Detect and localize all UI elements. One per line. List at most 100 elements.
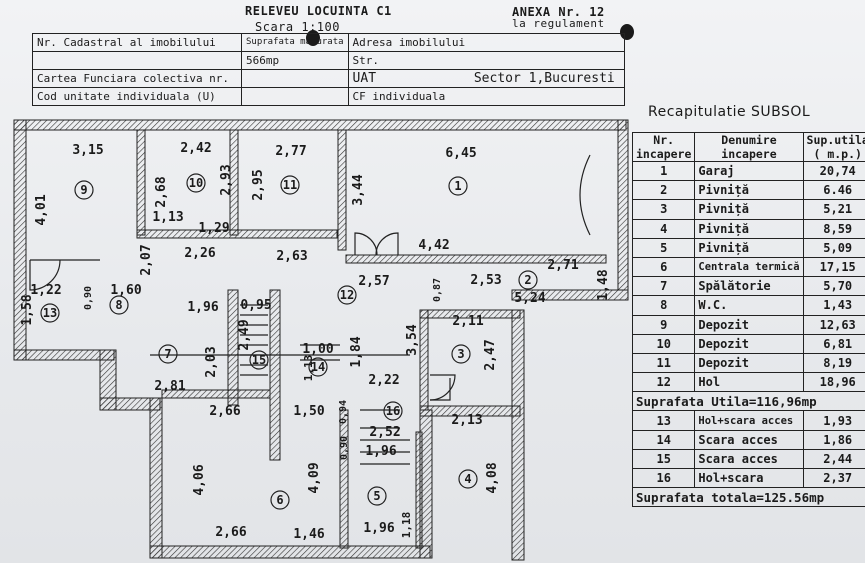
recap-area-cell: 5,09: [802, 237, 865, 258]
recap-area-cell: 17,15: [802, 256, 865, 278]
recap-name-cell: Centrala termică: [694, 256, 804, 278]
dimension-label: 2,42: [180, 141, 211, 156]
recap-nr-cell: 11: [631, 352, 696, 374]
dimension-label: 2,13: [451, 413, 482, 428]
recap-area-cell: 20,74: [802, 160, 865, 182]
dimension-label: 1,18: [400, 512, 413, 539]
recap-name-cell: Pivniță: [694, 218, 804, 239]
recap-area-cell: 5,21: [802, 199, 865, 220]
room-2-number: 2: [524, 273, 531, 287]
recap-nr-cell: 10: [631, 333, 696, 354]
recap-total-row: Suprafata Utila=116,96mp: [632, 391, 865, 412]
recap-area-cell: 8,59: [802, 218, 865, 239]
recap-nr-cell: 16: [631, 467, 696, 489]
recap-nr-cell: 14: [631, 429, 696, 450]
dimension-label: 4,01: [34, 194, 49, 225]
dimension-label: 0,95: [240, 298, 271, 313]
dimension-label: 2,93: [219, 164, 234, 195]
room-13-number: 13: [43, 306, 57, 320]
dimension-label: 2,22: [368, 373, 399, 388]
recap-nr-cell: 13: [631, 410, 696, 431]
cadastral-value: [32, 51, 242, 70]
dimension-label: 3,44: [351, 174, 366, 205]
recap-name-cell: Scara acces: [694, 448, 804, 470]
dimension-label: 2,68: [154, 176, 169, 207]
room-14-number: 14: [311, 360, 325, 374]
recap-nr-cell: 12: [631, 372, 696, 393]
room-6-marker: [270, 490, 290, 510]
dimension-label: 2,66: [209, 404, 240, 419]
room-7-number: 7: [164, 347, 171, 361]
room-9-number: 9: [80, 183, 87, 197]
room-16-marker: [383, 401, 403, 421]
dimension-label: 1,60: [110, 283, 141, 298]
recap-name-cell: Spălătorie: [694, 276, 804, 297]
room-15-marker: [249, 350, 269, 370]
cadastral-label: Nr. Cadastral al imobilului: [32, 33, 242, 52]
dimension-label: 2,81: [154, 379, 185, 394]
recap-title: Recapitulatie SUBSOL: [648, 104, 811, 120]
dimension-label: 1,58: [20, 294, 35, 325]
annex-label: ANEXA Nr. 12: [512, 5, 605, 19]
recap-total: Suprafata totala=125.56mp: [632, 487, 865, 508]
dimension-label: 1,84: [349, 336, 364, 367]
dimension-label: 1,13: [302, 355, 315, 382]
room-9-marker: [74, 180, 94, 200]
dimension-label: 3,54: [405, 324, 420, 355]
recap-name-cell: Pivniță: [694, 199, 804, 220]
dimension-label: 0,90: [83, 286, 94, 310]
cf-collective-label: Cartea Funciara colectiva nr.: [32, 69, 242, 88]
room-14-marker: [308, 357, 328, 377]
recap-name-cell: W.C.: [694, 295, 804, 316]
recap-name-cell: Pivniță: [694, 237, 804, 258]
dimension-label: 1,00: [302, 342, 333, 357]
recap-name-cell: Pivniță: [694, 180, 804, 201]
dimension-label: 2,52: [369, 425, 400, 440]
recap-total: Suprafata Utila=116,96mp: [632, 391, 865, 412]
room-8-number: 8: [115, 298, 122, 312]
sector-value: Sector 1,Bucuresti: [473, 71, 615, 86]
room-3-marker: [451, 344, 471, 364]
recap-nr-cell: 3: [631, 199, 696, 220]
room-5-number: 5: [373, 489, 380, 503]
recap-name-cell: Garaj: [694, 160, 804, 182]
room-4-marker: [458, 469, 478, 489]
dimension-label: 4,06: [192, 464, 207, 495]
recap-nr-cell: 4: [631, 218, 696, 239]
room-10-number: 10: [189, 176, 203, 190]
dimension-label: 1,22: [30, 283, 61, 298]
dimension-label: 2,57: [358, 274, 389, 289]
dimension-label: 2,77: [275, 144, 306, 159]
recap-nr-cell: 15: [631, 448, 696, 470]
room-11-marker: [280, 175, 300, 195]
recap-area-cell: 6,81: [802, 333, 865, 354]
room-13-marker: [40, 303, 60, 323]
uat-row: UAT Sector 1,Bucuresti: [347, 69, 626, 88]
room-12-number: 12: [340, 288, 354, 302]
room-3-number: 3: [457, 347, 464, 361]
dimension-label: 2,47: [483, 339, 498, 370]
recap-head-area: Sup.utila( m.p.): [802, 132, 865, 162]
room-7-marker: [158, 344, 178, 364]
dimension-label: 1,96: [365, 444, 396, 459]
room-12-marker: [337, 285, 357, 305]
property-id-table: Nr. Cadastral al imobilului Suprafata ma…: [32, 33, 626, 106]
uat-label: UAT: [352, 71, 377, 86]
dimension-label: 2,71: [547, 258, 578, 273]
dimension-label: 5,24: [514, 291, 545, 306]
room-2-marker: [518, 270, 538, 290]
recap-area-cell: 12,63: [802, 314, 865, 335]
room-1-marker: [448, 176, 468, 196]
recap-nr-cell: 1: [631, 160, 696, 182]
recap-area-cell: 18,96: [802, 372, 865, 393]
